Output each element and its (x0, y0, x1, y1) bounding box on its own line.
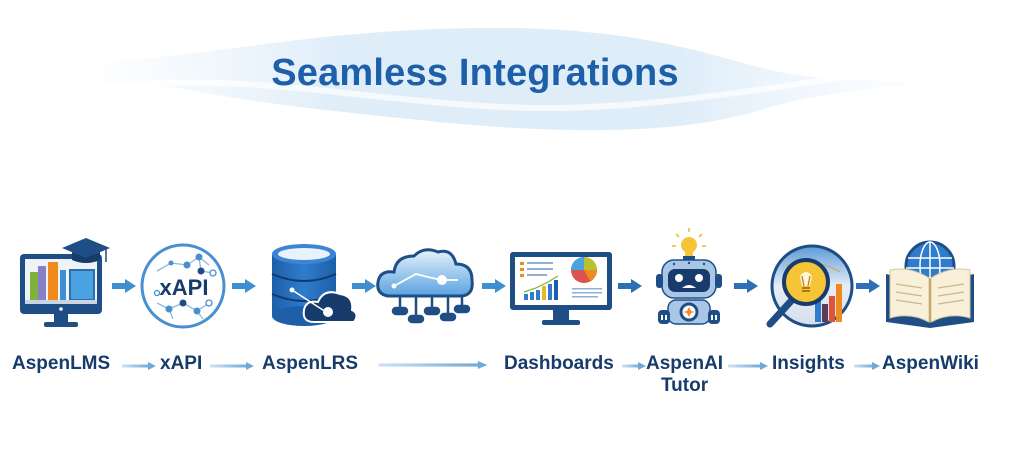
open-book-globe-icon (886, 240, 974, 328)
magnifier-lightbulb-chart-icon (766, 244, 854, 328)
label-aspenlrs: AspenLRS (262, 353, 359, 374)
label-arrow-1 (122, 362, 156, 370)
label-arrow-2 (210, 362, 254, 370)
label-dashboards: Dashboards (504, 353, 614, 374)
label-aspenwiki: AspenWiki (882, 353, 979, 374)
label-arrow-5 (728, 362, 768, 370)
label-aspenai-tutor: AspenAI Tutor (646, 353, 723, 397)
page-title: Seamless Integrations (271, 52, 679, 94)
label-aspenai: AspenAI (646, 353, 724, 374)
label-insights: Insights (772, 353, 845, 374)
flow-arrow-6 (734, 279, 758, 293)
label-tutor: Tutor (660, 375, 709, 396)
flow-arrow-2 (232, 279, 256, 293)
flow-arrow-5 (618, 279, 642, 293)
flow-arrow-3 (352, 279, 376, 293)
flow-arrow-1 (112, 279, 136, 293)
label-aspenlms: AspenLMS (12, 353, 111, 374)
label-arrow-6 (854, 362, 880, 370)
robot-lightbulb-icon (656, 228, 722, 325)
database-cloud-icon (271, 244, 358, 326)
label-arrow-3 (378, 361, 488, 369)
flow-arrow-4 (482, 279, 506, 293)
monitor-books-graduation-cap-icon (20, 238, 110, 327)
dashboard-monitor-icon (510, 252, 612, 325)
label-arrow-4 (622, 362, 646, 370)
xapi-network-circle-icon: xAPI (140, 243, 226, 329)
label-xapi: xAPI (160, 353, 203, 374)
title-banner-wave (79, 27, 941, 131)
flow-arrow-7 (856, 279, 880, 293)
cloud-network-icon (376, 248, 474, 324)
xapi-icon-text: xAPI (160, 275, 209, 300)
